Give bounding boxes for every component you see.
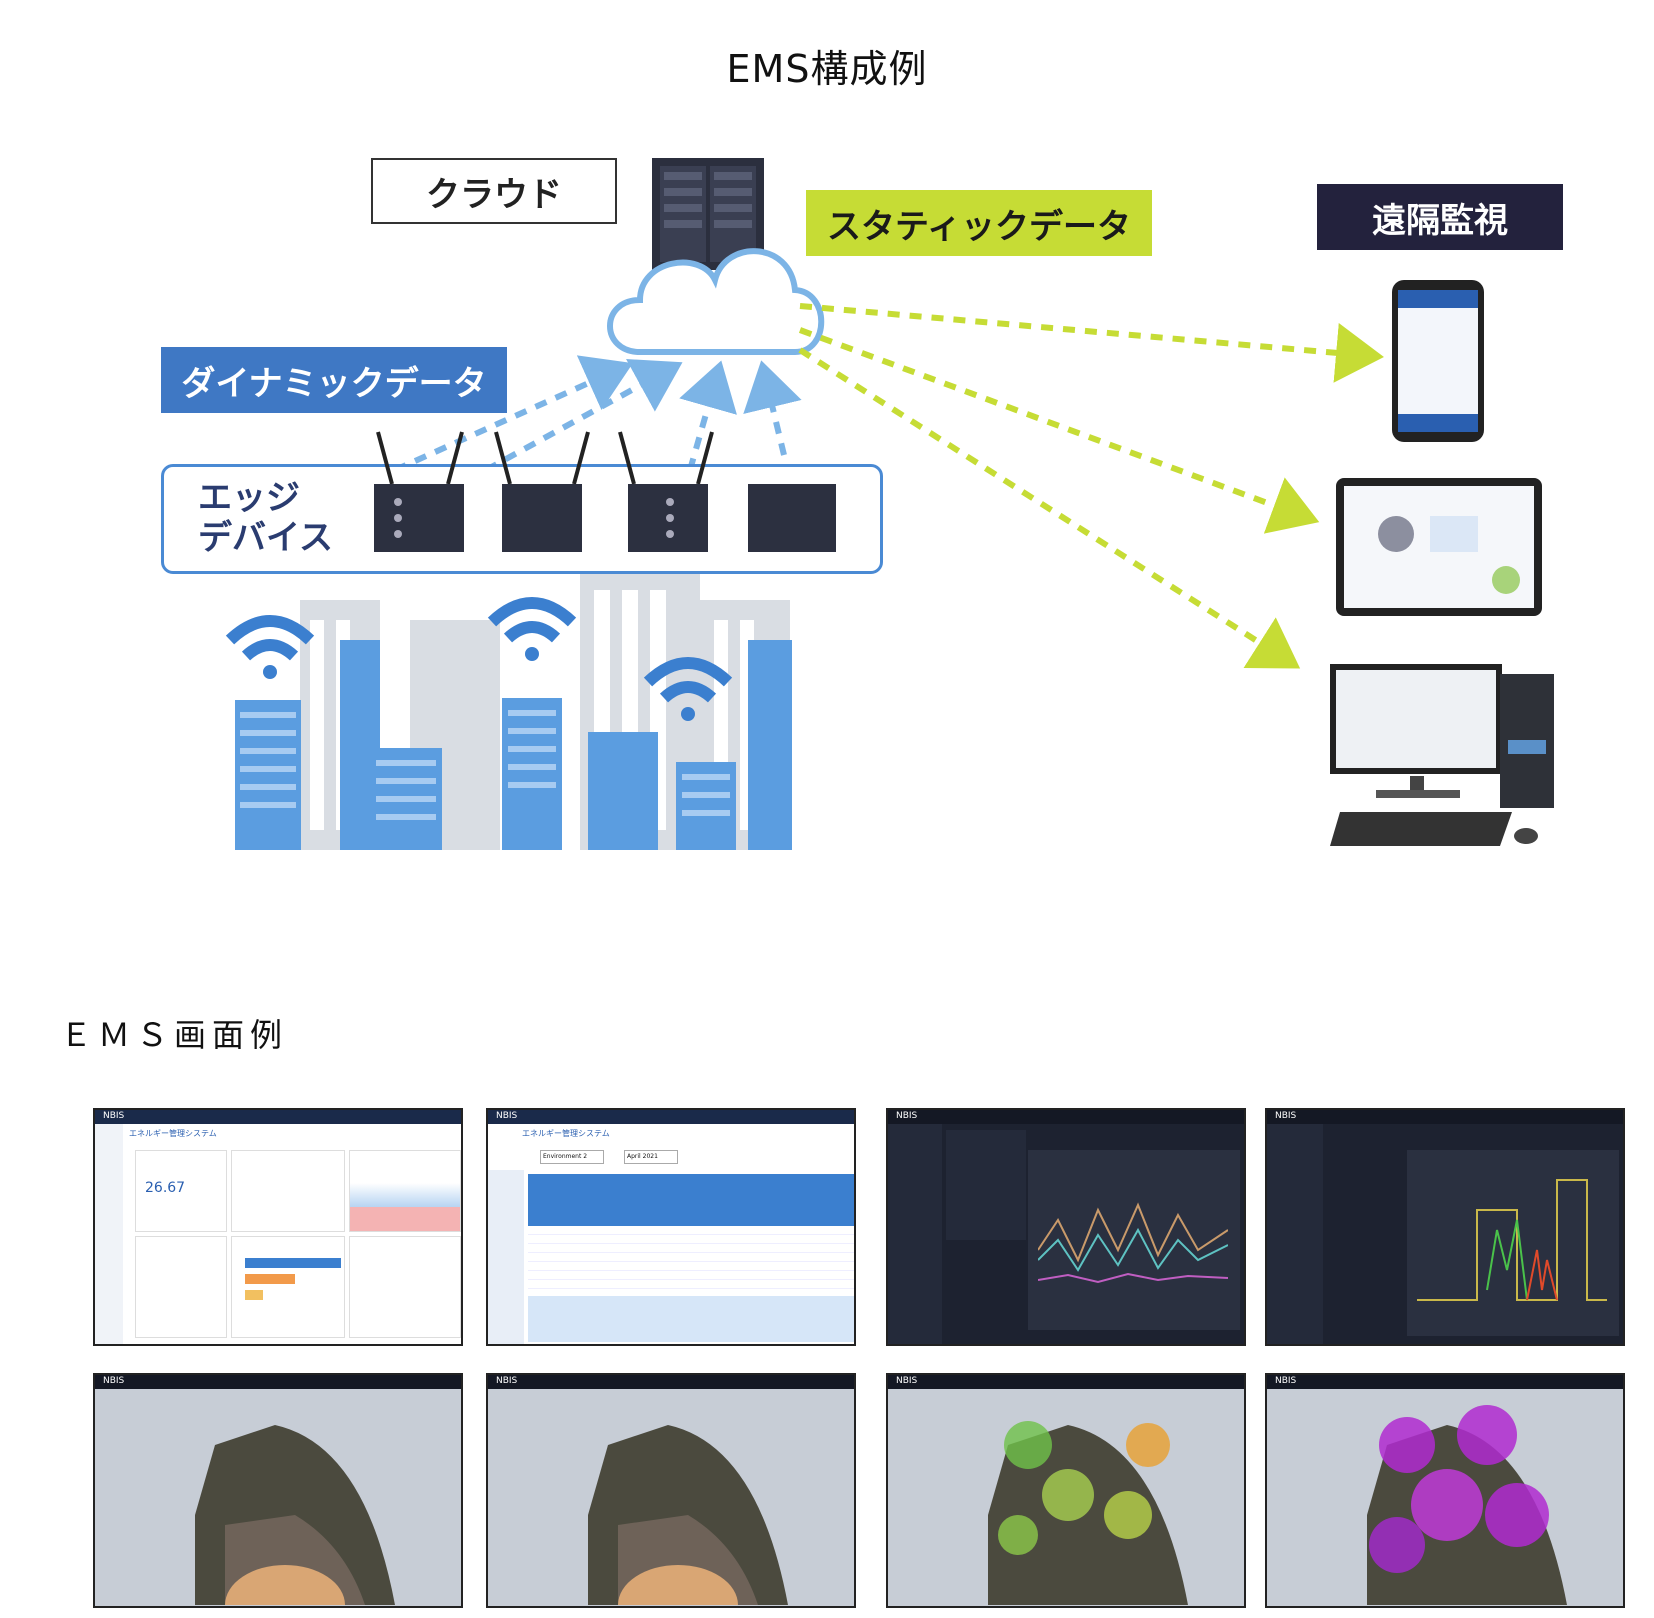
app-header-bar: NBIS [888,1110,1244,1124]
edge-device-icon [748,484,836,552]
static-data-label: スタティックデータ [806,190,1152,256]
static-data-arrows [798,303,1384,669]
edge-device-icon [494,431,590,552]
wifi-icon [487,597,577,661]
screenshot-heatmap-1: NBIS [886,1373,1246,1608]
server-rack-icon [652,158,764,270]
edge-device-icon [374,431,464,552]
app-name: NBIS [496,1376,518,1386]
app-name: NBIS [103,1376,125,1386]
app-header-bar: NBIS [95,1375,461,1389]
edge-device-icon [618,431,714,552]
edge-label-line1: エッジ [198,478,300,518]
screenshot-dashboard: NBIS エネルギー管理システム 26.67 [93,1108,463,1346]
app-name: NBIS [103,1111,125,1121]
app-name: NBIS [496,1111,518,1121]
cloud-icon [607,248,825,355]
screens-section-title: ＥＭＳ画面例 [60,1016,289,1054]
app-name: NBIS [1275,1111,1297,1121]
energy-readout: 26.67 [145,1180,186,1196]
app-name: NBIS [1275,1376,1297,1386]
app-header-bar: NBIS [888,1375,1244,1389]
app-header-bar: NBIS [95,1110,461,1124]
edge-label-line2: デバイス [198,518,333,558]
dynamic-data-arrows [393,355,802,473]
environment-field: Environment 2 [540,1150,604,1164]
wifi-icon [225,615,315,679]
screenshot-floor-map-2: NBIS [486,1373,856,1608]
dynamic-data-label: ダイナミックデータ [161,347,507,413]
screenshot-trend-dark-2: NBIS [1265,1108,1625,1346]
tablet-icon [1336,478,1542,616]
architecture-diagram [225,158,1554,850]
smartphone-icon [1392,280,1484,442]
page-title: EMS構成例 [726,47,928,91]
screenshot-heatmap-2: NBIS [1265,1373,1625,1608]
date-field: April 2021 [624,1150,678,1164]
app-title: エネルギー管理システム [522,1129,610,1138]
app-name: NBIS [896,1376,918,1386]
app-header-bar: NBIS [488,1110,854,1124]
city-buildings [235,574,792,850]
edge-device-label: エッジ デバイス [198,478,348,558]
edge-devices [374,431,836,552]
desktop-pc-icon [1330,664,1554,846]
app-title: エネルギー管理システム [129,1129,217,1138]
app-header-bar: NBIS [488,1375,854,1389]
screenshot-floor-map-1: NBIS [93,1373,463,1608]
cloud-label: クラウド [371,158,617,224]
screenshot-table: NBIS エネルギー管理システム Environment 2 April 202… [486,1108,856,1346]
app-header-bar: NBIS [1267,1375,1623,1389]
app-name: NBIS [896,1111,918,1121]
app-header-bar: NBIS [1267,1110,1623,1124]
remote-monitoring-label: 遠隔監視 [1317,184,1563,250]
wifi-icon [643,657,733,721]
screenshot-trend-dark: NBIS [886,1108,1246,1346]
